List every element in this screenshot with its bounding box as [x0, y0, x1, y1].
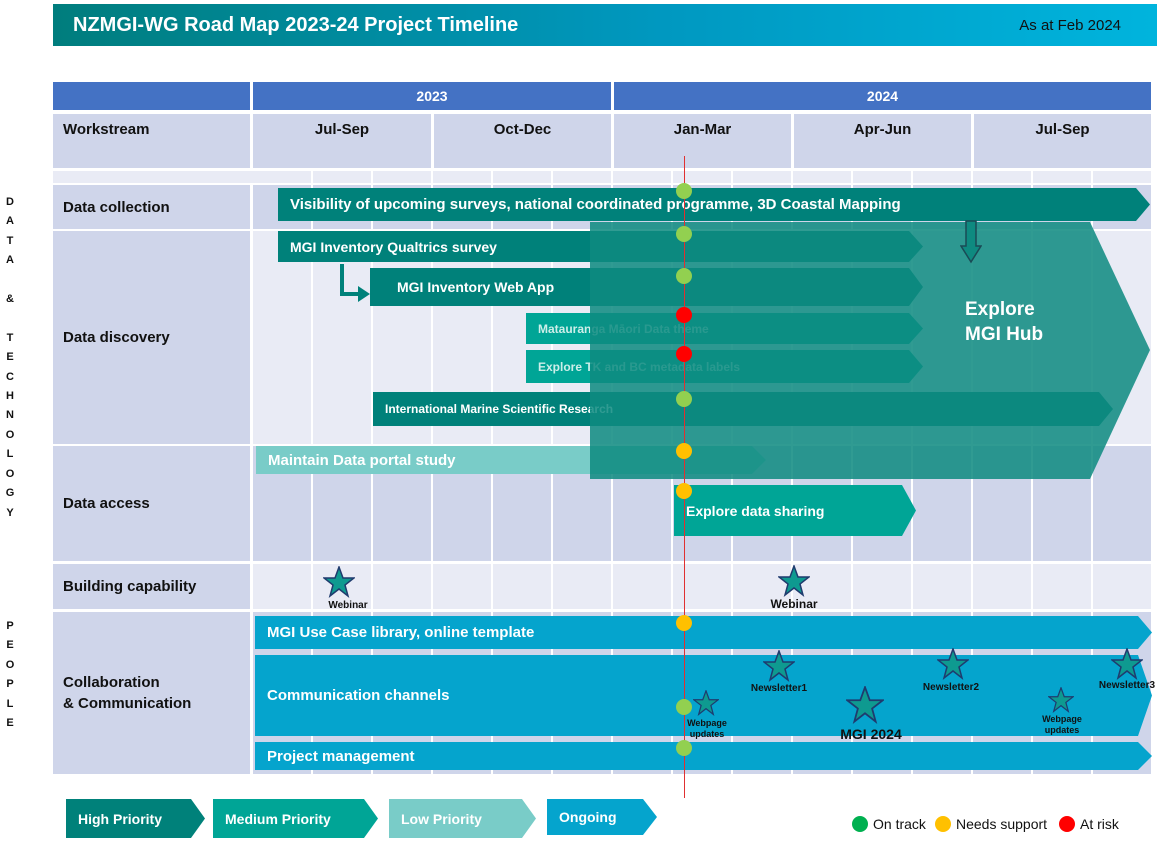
side-letter: P: [6, 678, 14, 691]
bar-communication-channels: Communication channels: [255, 655, 1152, 736]
side-letter: A: [6, 215, 14, 228]
quarter-header: Jul-Sep: [253, 114, 431, 168]
legend-dot-at-risk: [1059, 816, 1075, 832]
star-icon: [937, 648, 969, 680]
milestone-label: Newsletter1: [750, 683, 808, 694]
status-dot-on-track: [676, 183, 692, 199]
milestone-label: Newsletter3: [1098, 680, 1156, 691]
side-letter: E: [6, 717, 14, 730]
side-label-data-technology: D A T A & T E C H N O L O G Y: [3, 193, 17, 523]
row-label-data-access: Data access: [53, 446, 250, 561]
side-letter: N: [6, 409, 14, 422]
quarter-header: Jul-Sep: [974, 114, 1151, 168]
mgi-hub-arrow: [590, 222, 1150, 479]
legend-on-track-label: On track: [873, 816, 926, 832]
row-label-data-discovery: Data discovery: [53, 231, 250, 444]
side-letter: A: [6, 254, 14, 267]
legend-needs-support-label: Needs support: [956, 816, 1048, 832]
legend-medium-priority: Medium Priority: [213, 799, 378, 838]
side-letter: [3, 271, 17, 290]
side-letter: T: [6, 234, 14, 247]
status-dot-at-risk: [676, 307, 692, 323]
side-letter: L: [6, 697, 14, 710]
quarter-header: Oct-Dec: [434, 114, 611, 168]
star-icon: [778, 565, 810, 597]
status-dot-on-track: [676, 740, 692, 756]
milestone-label: Webpage updates: [680, 718, 734, 740]
year-header-2024: 2024: [614, 82, 1151, 110]
side-letter: P: [6, 620, 14, 632]
status-dot-on-track: [676, 226, 692, 242]
side-letter: C: [6, 370, 14, 383]
side-letter: H: [6, 390, 14, 403]
status-dot-needs-support: [676, 483, 692, 499]
down-arrow-icon: [960, 220, 982, 264]
legend-dot-on-track: [852, 816, 868, 832]
status-dot-needs-support: [676, 443, 692, 459]
legend-low-priority: Low Priority: [389, 799, 536, 838]
elbow-arrow-icon: [340, 264, 370, 302]
side-letter: [3, 309, 17, 328]
title-bar: NZMGI-WG Road Map 2023-24 Project Timeli…: [53, 4, 1157, 46]
bar-visibility-surveys: Visibility of upcoming surveys, national…: [278, 188, 1150, 221]
side-letter: O: [5, 467, 15, 480]
milestone-label-line: Webpage: [1042, 714, 1082, 724]
year-header-2023: 2023: [253, 82, 611, 110]
mgi-hub-label: Explore MGI Hub: [965, 297, 1043, 347]
star-icon: [846, 686, 884, 724]
star-icon: [693, 690, 719, 716]
milestone-label: Newsletter2: [922, 682, 980, 693]
status-dot-on-track: [676, 699, 692, 715]
row-label-line: & Communication: [63, 695, 192, 712]
milestone-label-line: updates: [689, 729, 725, 739]
side-letter: O: [5, 428, 15, 441]
status-dot-on-track: [676, 391, 692, 407]
mgi-hub-label-line: Explore: [965, 299, 1035, 320]
bar-explore-data-sharing: Explore data sharing: [674, 485, 916, 536]
milestone-label-line: updates: [1044, 725, 1080, 735]
milestone-label: Webpage updates: [1035, 714, 1089, 736]
row-label-line: Collaboration: [63, 674, 160, 691]
row-label-building-capability: Building capability: [53, 564, 250, 609]
side-letter: L: [6, 448, 14, 461]
row-band-building-capability: [253, 564, 1151, 609]
mgi-hub-label-line: MGI Hub: [965, 324, 1044, 345]
workstream-header: Workstream: [53, 114, 250, 168]
status-dot-at-risk: [676, 346, 692, 362]
legend-high-priority: High Priority: [66, 799, 205, 838]
side-letter: Y: [6, 506, 14, 519]
milestone-label: Webinar: [328, 600, 368, 611]
side-letter: E: [6, 639, 14, 652]
quarter-header: Jan-Mar: [614, 114, 791, 168]
legend-at-risk-label: At risk: [1080, 816, 1119, 832]
side-letter: D: [6, 196, 14, 208]
today-line: [684, 156, 685, 798]
status-dot-needs-support: [676, 615, 692, 631]
star-icon: [763, 650, 795, 682]
star-icon: [1048, 687, 1074, 713]
spacer-band: [53, 171, 1151, 183]
bar-project-management: Project management: [255, 742, 1152, 770]
star-icon: [1111, 648, 1143, 680]
milestone-label: MGI 2024: [840, 726, 902, 742]
side-letter: O: [5, 658, 15, 671]
legend-dot-needs-support: [935, 816, 951, 832]
side-letter: E: [6, 351, 14, 364]
row-label-data-collection: Data collection: [53, 185, 250, 229]
star-icon: [323, 566, 355, 598]
status-dot-on-track: [676, 268, 692, 284]
quarter-header: Apr-Jun: [794, 114, 971, 168]
side-letter: &: [6, 293, 14, 306]
bar-use-case-library: MGI Use Case library, online template: [255, 616, 1152, 649]
milestone-label-line: Webpage: [687, 718, 727, 728]
milestone-label: Webinar: [770, 597, 818, 611]
side-letter: G: [5, 487, 15, 500]
legend-ongoing: Ongoing: [547, 799, 657, 835]
side-letter: T: [6, 331, 14, 344]
side-label-people: P E O P L E: [3, 617, 17, 733]
page-title: NZMGI-WG Road Map 2023-24 Project Timeli…: [73, 14, 519, 36]
as-at-date: As at Feb 2024: [1019, 17, 1121, 34]
year-header-blank: [53, 82, 250, 110]
row-label-collaboration: Collaboration & Communication: [53, 612, 250, 774]
